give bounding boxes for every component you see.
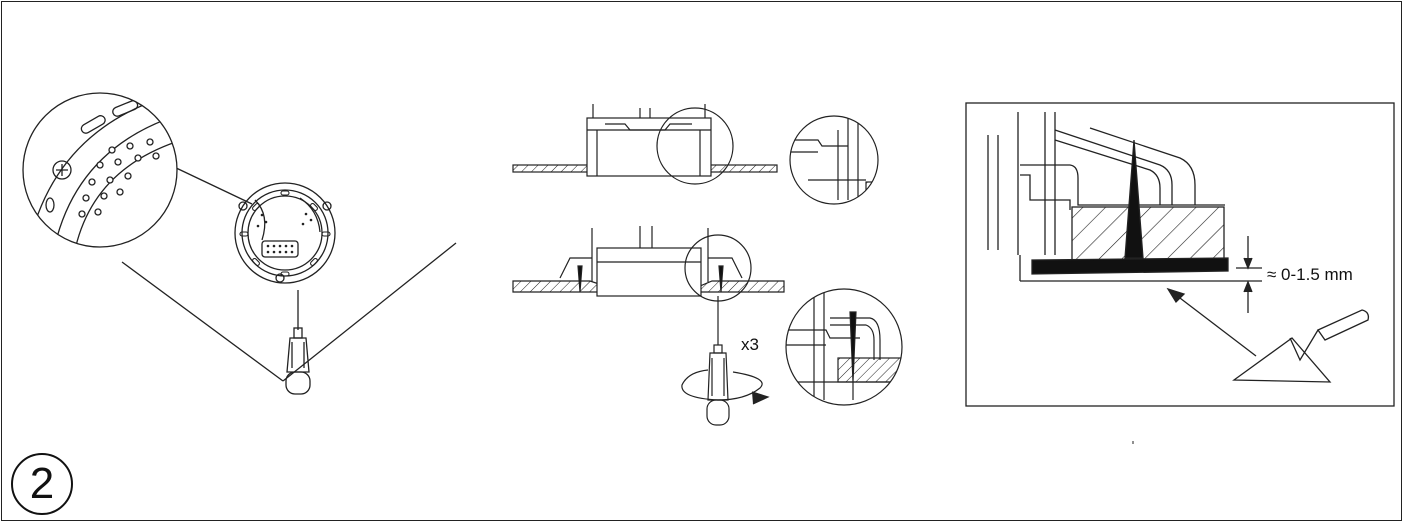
cross-section-top <box>512 104 778 185</box>
zoom-circle-top <box>789 115 879 205</box>
trowel-icon <box>1232 309 1370 383</box>
zoom-circle-bottom <box>785 288 903 406</box>
cross-section-bottom <box>512 226 785 302</box>
left-panel <box>22 92 457 395</box>
rotation-arrow-icon <box>681 369 770 405</box>
zoom-connector <box>171 165 253 205</box>
gap-dimension-label: ≈ 0-1.5 mm <box>1267 265 1353 284</box>
screwdriver-icon <box>285 290 311 395</box>
ceiling-line-left <box>121 261 284 382</box>
detail-panel <box>965 102 1395 407</box>
mounting-ring <box>234 182 336 284</box>
ceiling-line-right <box>282 242 457 382</box>
repeat-count-label: x3 <box>741 335 759 354</box>
screwdriver-icon <box>706 296 730 426</box>
zoom-circle-left <box>22 92 178 248</box>
step-number-badge: 2 <box>11 453 73 515</box>
middle-panel <box>512 104 903 426</box>
